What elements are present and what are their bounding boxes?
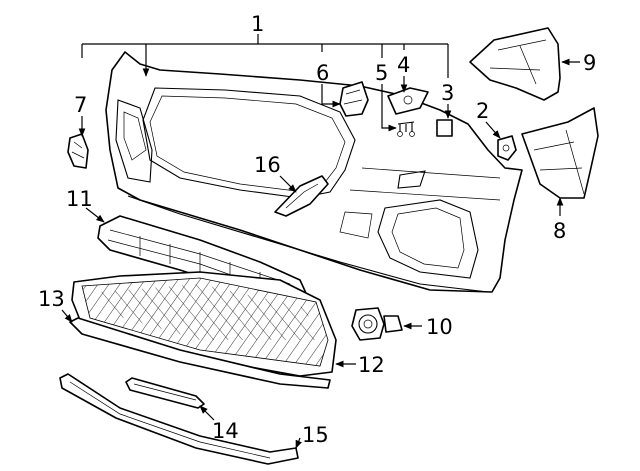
callout-labels: 1 7 6 4 5 3 2 9 8 16 11 13 12 10 14 15 (38, 12, 596, 447)
callout-1: 1 (251, 12, 264, 36)
callout-14: 14 (212, 419, 239, 443)
callout-6: 6 (316, 61, 329, 85)
callout-3: 3 (441, 81, 454, 105)
sensor-bracket-part (339, 81, 369, 117)
callout-7: 7 (74, 93, 87, 117)
bumper-cover-part (105, 51, 523, 293)
callout-11: 11 (66, 187, 93, 211)
side-guide-part (521, 107, 599, 199)
undertray-part (71, 271, 337, 377)
callout-10: 10 (426, 315, 453, 339)
grille-insert-part (274, 175, 329, 217)
lip-molding-part (59, 373, 299, 465)
bracket-left-part (67, 133, 89, 169)
callout-15: 15 (302, 423, 329, 447)
lower-strip-part (69, 317, 331, 389)
sensor-housing-part (351, 307, 403, 341)
callout-9: 9 (583, 51, 596, 75)
callout-4: 4 (397, 53, 410, 77)
upper-bracket-part (469, 27, 561, 101)
callout-2: 2 (476, 99, 489, 123)
callout-8: 8 (553, 219, 566, 243)
callout-5: 5 (375, 61, 388, 85)
callout-13: 13 (38, 287, 65, 311)
bracket-small-part (497, 135, 517, 161)
trim-piece-part (125, 377, 205, 409)
clips-part (397, 121, 415, 137)
leader-lines (61, 34, 580, 449)
callout-12: 12 (358, 353, 385, 377)
callout-16: 16 (254, 153, 281, 177)
sensor-part (436, 119, 453, 137)
